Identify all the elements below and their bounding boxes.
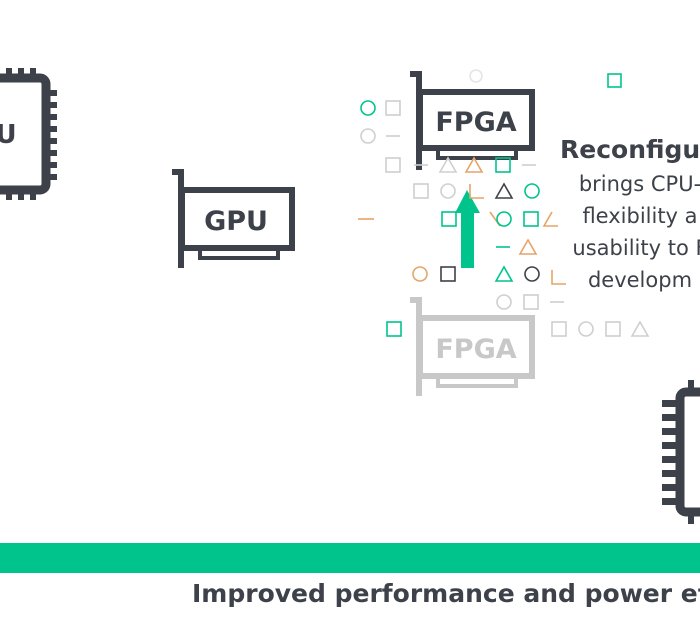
callout-line-3: usability to F <box>572 236 700 260</box>
footer-caption: Improved performance and power ef <box>192 579 700 608</box>
circle-icon <box>524 266 540 282</box>
square-icon <box>523 211 539 227</box>
circle-icon <box>524 183 540 199</box>
circle-icon <box>412 266 428 282</box>
square-icon <box>523 294 539 310</box>
triangle-icon <box>518 238 538 255</box>
green-band <box>0 543 700 573</box>
circle-icon <box>360 128 376 144</box>
square-icon <box>385 157 401 173</box>
right-chip-icon: A <box>662 380 700 524</box>
square-icon <box>413 183 429 199</box>
callout-line-1: brings CPU- <box>578 172 700 196</box>
callout-title: Reconfigu <box>560 135 700 164</box>
fpga-top-label: FPGA <box>435 107 516 138</box>
cpu-chip-icon: U <box>0 68 57 200</box>
square-icon <box>386 321 402 337</box>
square-icon <box>607 73 622 88</box>
triangle-icon <box>438 156 458 173</box>
triangle-icon <box>630 320 650 337</box>
circle-icon <box>496 211 512 227</box>
callout-line-2: flexibility a <box>582 204 698 228</box>
square-icon <box>385 100 401 116</box>
fpga-top-card-icon: FPGA <box>410 71 535 170</box>
square-icon <box>495 157 511 173</box>
l-corner-icon <box>542 211 558 227</box>
gpu-card-icon: GPU <box>172 169 295 268</box>
circle-icon <box>469 69 483 83</box>
square-icon <box>441 211 457 227</box>
triangle-icon <box>464 156 484 173</box>
fpga-bottom-label: FPGA <box>435 334 516 365</box>
scattered-shapes <box>358 69 650 337</box>
callout-text: Reconfigu brings CPU- flexibility a usab… <box>540 132 700 296</box>
square-icon <box>551 321 567 337</box>
fpga-bottom-card-icon: FPGA <box>410 297 535 396</box>
triangle-icon <box>494 182 514 199</box>
up-arrow-icon <box>455 190 480 268</box>
l-corner-icon <box>469 184 484 199</box>
gpu-label: GPU <box>204 206 268 237</box>
circle-icon <box>440 183 456 199</box>
square-icon <box>605 321 621 337</box>
square-icon <box>440 266 456 282</box>
triangle-icon <box>494 265 514 282</box>
circle-icon <box>578 321 594 337</box>
l-corner-icon <box>551 270 566 285</box>
circle-icon <box>360 100 376 116</box>
cpu-label: U <box>0 120 17 150</box>
callout-line-4: developm <box>587 268 693 292</box>
circle-icon <box>496 294 512 310</box>
